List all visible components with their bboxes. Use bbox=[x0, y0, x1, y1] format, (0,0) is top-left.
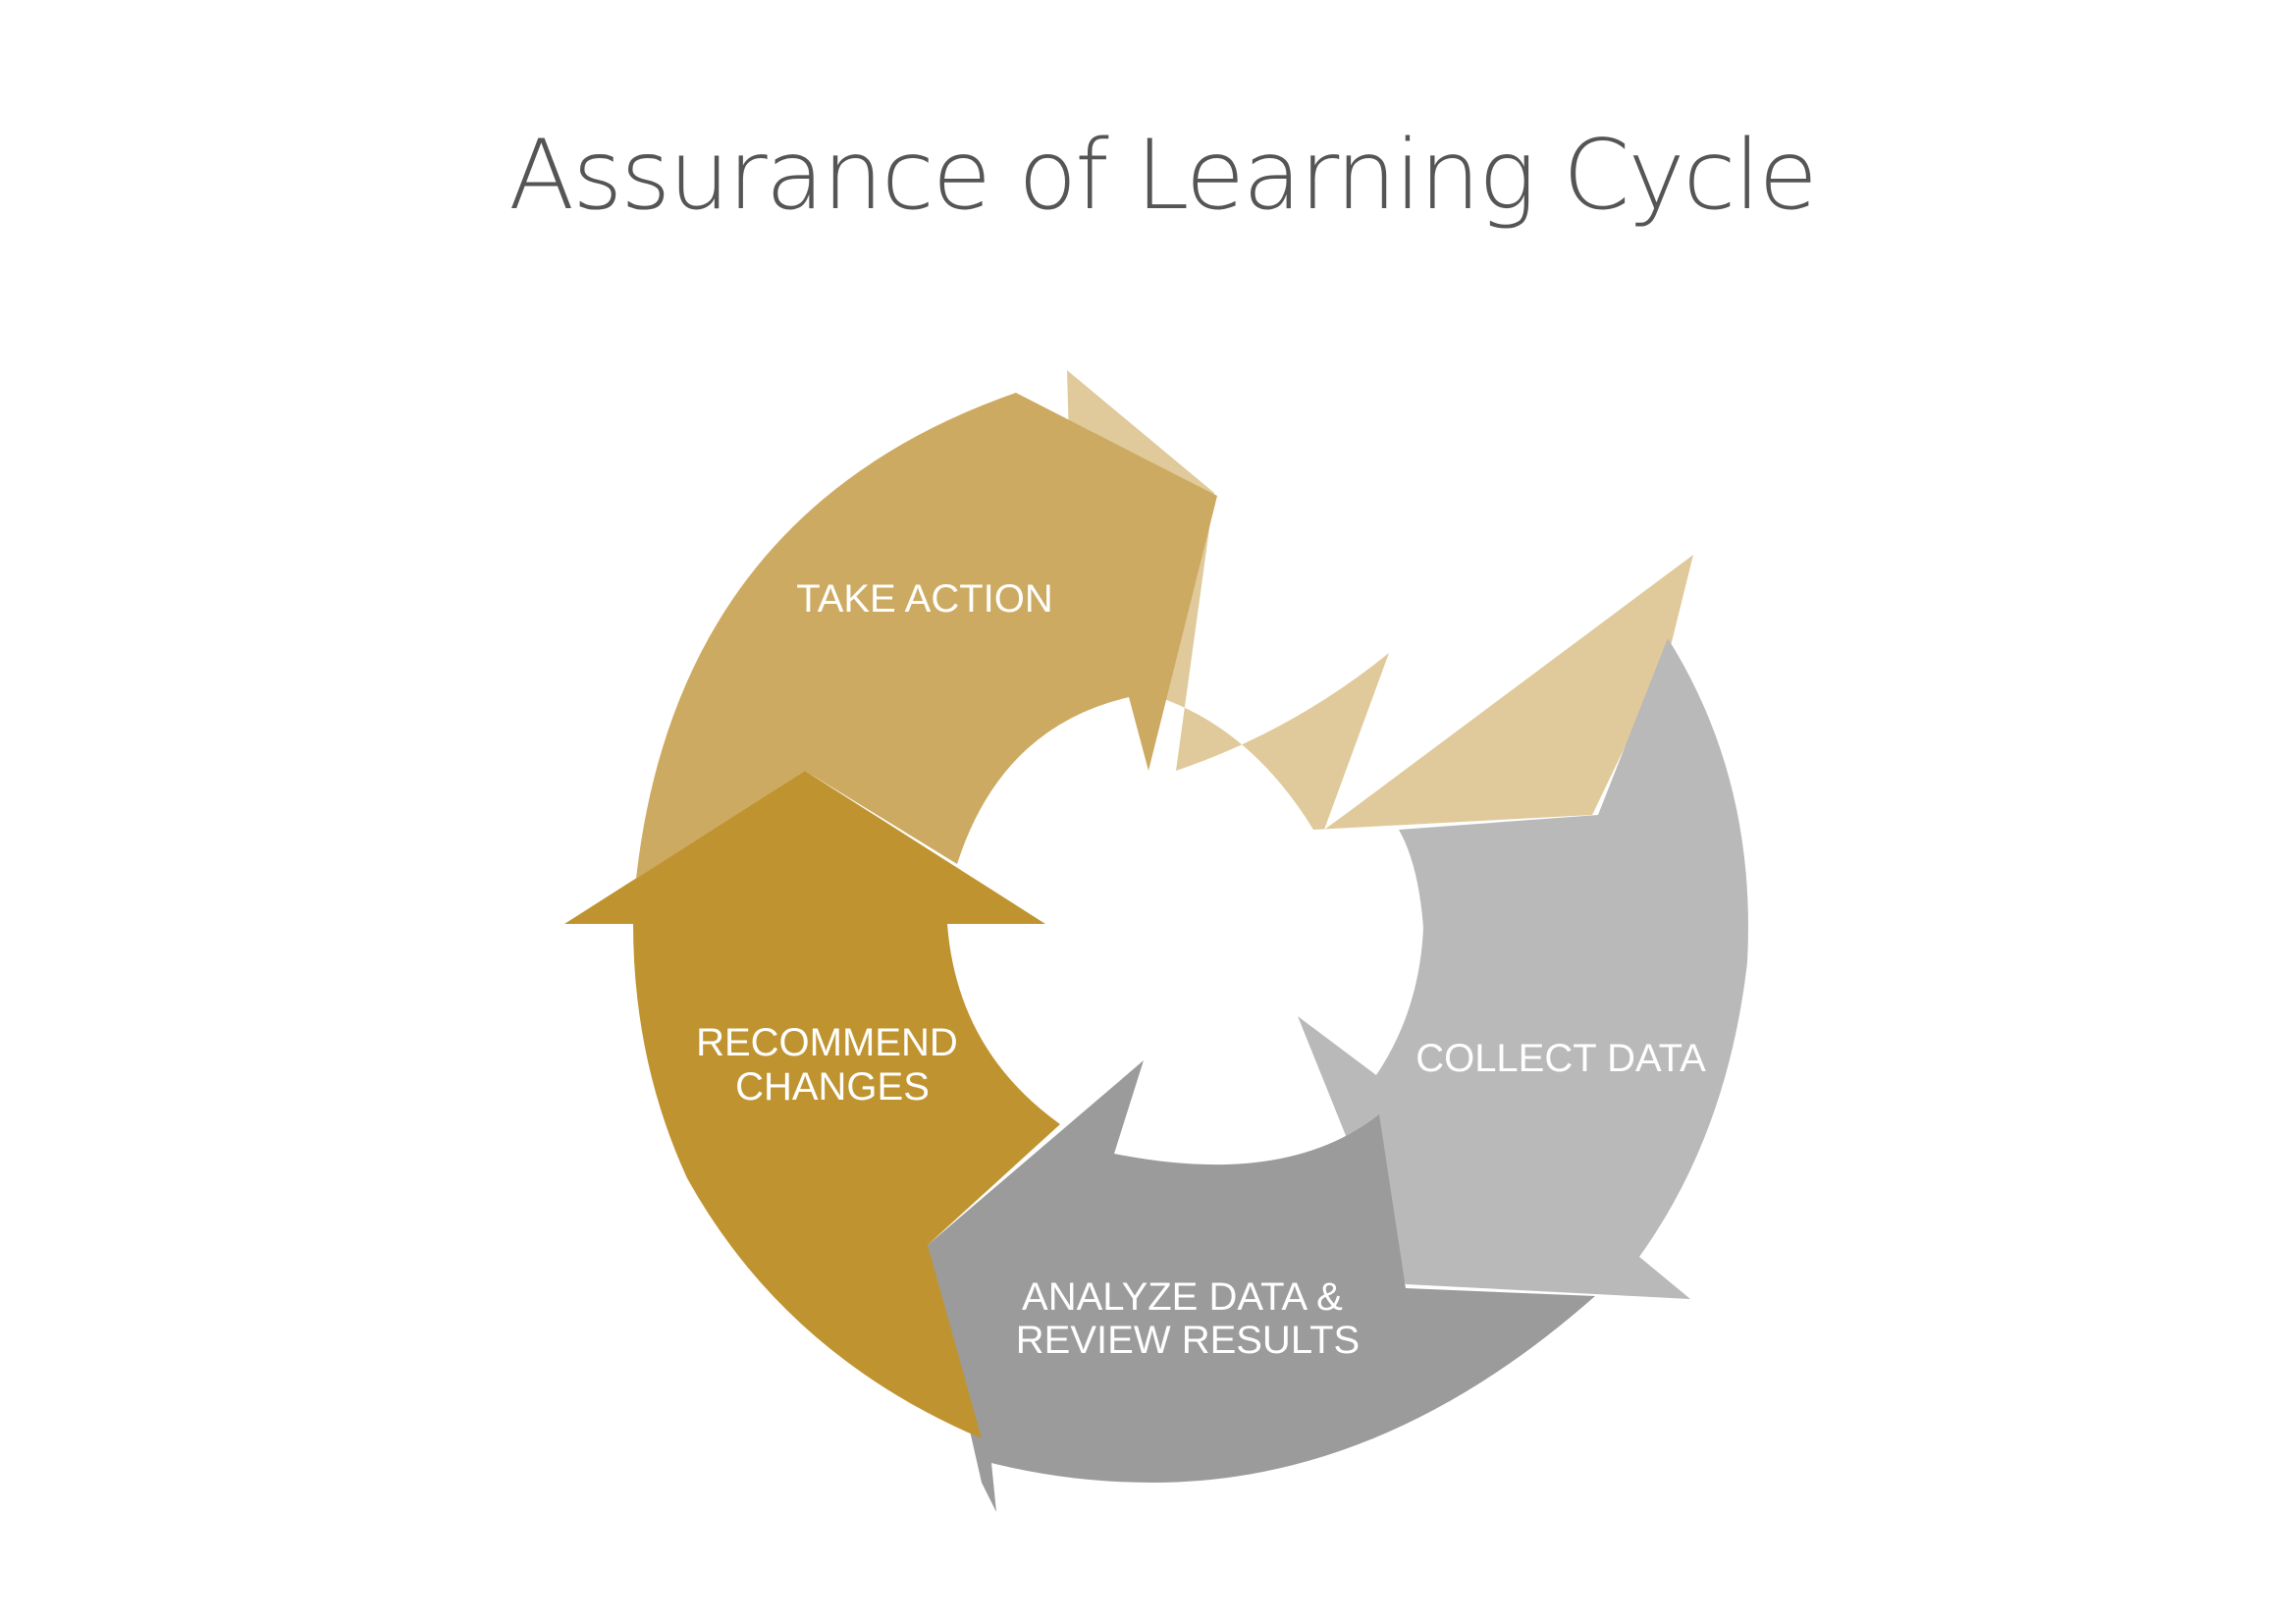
diagram-title: Assurance of Learning Cycle bbox=[508, 120, 1816, 232]
direct-assessment-label-line-2: ASSESSMENT bbox=[1269, 601, 1537, 644]
recommend-changes-label: RECOMMEND CHANGES bbox=[696, 1021, 969, 1109]
direct-assessment-label-line-1: DIRECT bbox=[1325, 556, 1470, 599]
collect-data-arrow bbox=[1298, 638, 1748, 1299]
take-action-arrow bbox=[636, 321, 1217, 879]
direct-assessment-label: DIRECT ASSESSMENT bbox=[1269, 556, 1537, 644]
recommend-changes-arrow bbox=[564, 771, 1060, 1438]
analyze-data-label-line-2: REVIEW RESULTS bbox=[1016, 1319, 1360, 1362]
take-action-label: TAKE ACTION bbox=[796, 577, 1053, 621]
direct-assessment-arrow bbox=[1067, 370, 1693, 830]
analyze-data-label: ANALYZE DATA & REVIEW RESULTS bbox=[1016, 1275, 1360, 1362]
collect-data-label-line-1: COLLECT DATA bbox=[1415, 1037, 1706, 1080]
recommend-changes-label-line-1: RECOMMEND bbox=[696, 1021, 958, 1064]
collect-data-label: COLLECT DATA bbox=[1415, 1037, 1706, 1080]
analyze-data-label-line-1: ANALYZE DATA & bbox=[1022, 1275, 1343, 1319]
take-action-label-line-1: TAKE ACTION bbox=[796, 577, 1053, 621]
analyze-data-arrow bbox=[928, 1060, 1595, 1512]
recommend-changes-label-line-2: CHANGES bbox=[735, 1065, 930, 1109]
